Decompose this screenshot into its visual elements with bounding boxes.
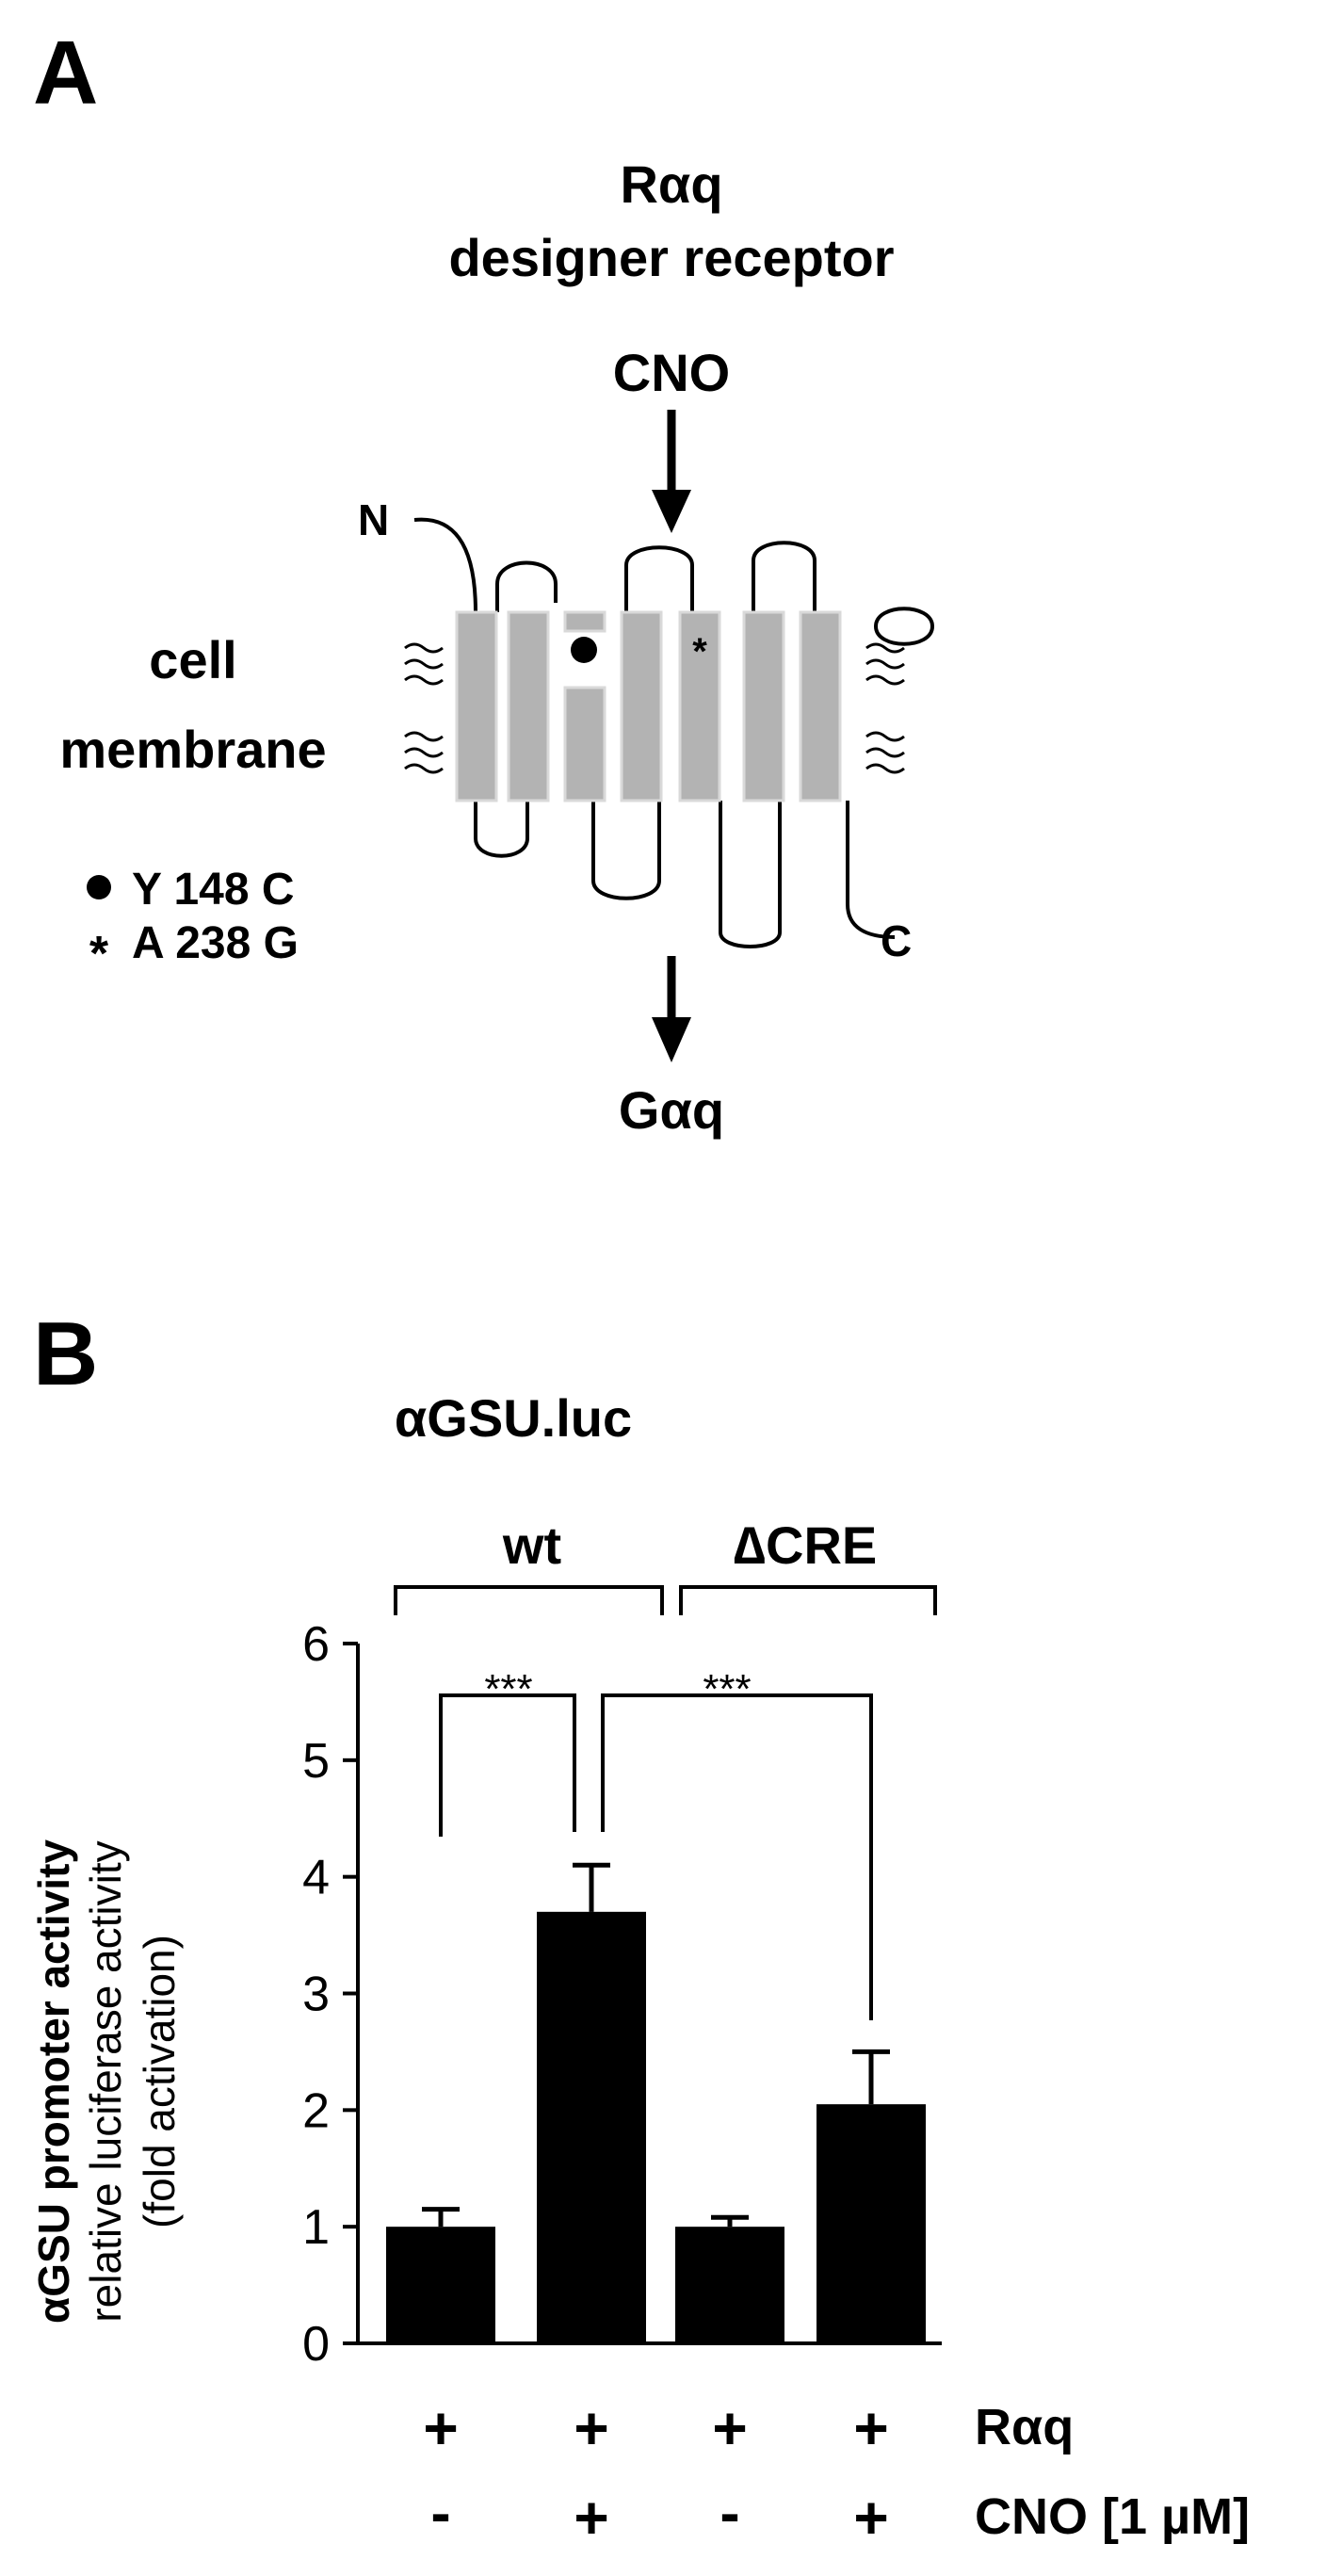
- y-tick-label: 0: [302, 2317, 330, 2372]
- panel-b-label: B: [33, 1304, 98, 1404]
- y-tick-label: 2: [302, 2083, 330, 2138]
- rowsign-r1-3: +: [853, 2394, 888, 2462]
- helix-3-upper: [563, 610, 606, 633]
- effector-arrow: [652, 956, 691, 1062]
- receptor-diagram: [404, 517, 935, 948]
- bar: [675, 2227, 784, 2343]
- mutation1-label: Y 148 C: [132, 865, 295, 915]
- mutation2-label: A 238 G: [132, 918, 299, 968]
- helix-2: [507, 610, 550, 802]
- significance-label-1: ***: [484, 1666, 532, 1712]
- ligand-label: CNO: [613, 343, 730, 402]
- helix-5: [678, 610, 721, 802]
- rowsign-r2-3: +: [853, 2484, 888, 2552]
- mutation2-legend-star: *: [89, 927, 109, 981]
- mutation-dot-marker: [571, 637, 597, 663]
- row1-label: Rαq: [975, 2399, 1074, 2455]
- receptor-loops: [413, 517, 935, 948]
- helix-3-lower: [563, 686, 606, 802]
- group-wt-bracket: [394, 1585, 664, 1615]
- significance-label-2: ***: [703, 1666, 751, 1712]
- membrane-label-line2: membrane: [59, 720, 326, 779]
- bar: [817, 2104, 926, 2343]
- effector-label: Gαq: [619, 1080, 724, 1140]
- rowsign-r2-1: +: [574, 2484, 608, 2552]
- n-terminus-label: N: [358, 495, 389, 544]
- membrane-label-line1: cell: [149, 630, 236, 689]
- y-tick-label: 5: [302, 1734, 330, 1789]
- panel-a-label: A: [33, 23, 98, 123]
- receptor-title-line2: designer receptor: [448, 228, 894, 287]
- bar: [386, 2227, 495, 2343]
- lipid-tails-right: [865, 642, 905, 774]
- helix-6: [742, 610, 785, 802]
- bars: [386, 1911, 926, 2343]
- helix-7: [799, 610, 842, 802]
- helix-4: [620, 610, 663, 802]
- error-bars: [422, 1862, 890, 2228]
- helix-1: [455, 610, 498, 802]
- chart-title: αGSU.luc: [395, 1388, 632, 1448]
- ligand-arrow: [652, 410, 691, 533]
- c-terminus-label: C: [881, 916, 912, 965]
- rowsign-r2-2: -: [720, 2479, 739, 2547]
- y-axis-label-line3: (fold activation): [135, 1935, 184, 2228]
- significance-bracket-2: [601, 1693, 873, 2020]
- receptor-title-line1: Rαq: [620, 154, 722, 214]
- lipid-tails-left: [404, 642, 444, 774]
- group-dcre-bracket: [679, 1585, 937, 1615]
- group-wt-label: wt: [502, 1515, 561, 1575]
- mutation1-legend-dot: [87, 875, 111, 899]
- group-dcre-label: ∆CRE: [734, 1515, 878, 1575]
- y-tick-label: 6: [302, 1617, 330, 1672]
- rowsign-r1-2: +: [712, 2394, 747, 2462]
- rowsign-r1-1: +: [574, 2394, 608, 2462]
- bar: [537, 1911, 646, 2343]
- row2-label: CNO [1 µM]: [975, 2488, 1250, 2545]
- mutation-star-marker: *: [692, 631, 707, 672]
- significance-bracket-1: [439, 1693, 576, 1837]
- y-axis-label-line1: αGSU promoter activity: [29, 1839, 78, 2324]
- rowsign-r1-0: +: [423, 2394, 458, 2462]
- y-tick-label: 3: [302, 1968, 330, 2022]
- rowsign-r2-0: -: [430, 2479, 450, 2547]
- y-axis-label-line2: relative luciferase activity: [81, 1840, 130, 2322]
- y-tick-label: 4: [302, 1851, 330, 1905]
- y-tick-label: 1: [302, 2200, 330, 2255]
- y-axis-label: αGSU promoter activity relative lucifera…: [29, 1839, 184, 2324]
